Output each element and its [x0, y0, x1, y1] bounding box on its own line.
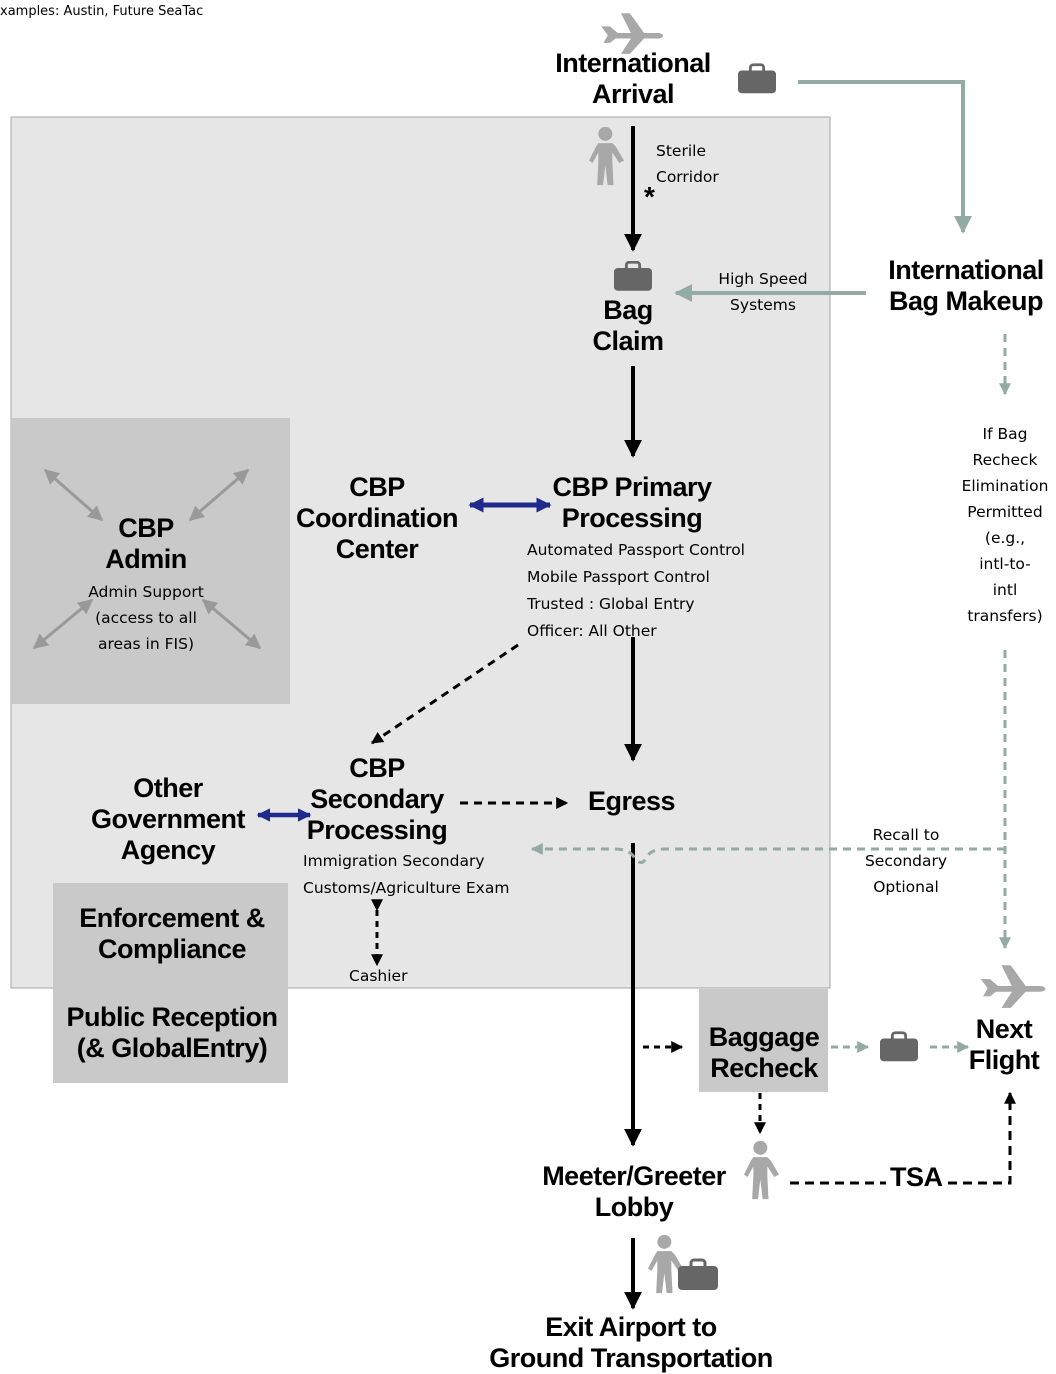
label-high-speed-systems: High Speed Systems: [718, 270, 808, 314]
suitcase-icon: [738, 63, 776, 95]
node-cashier: Cashier: [349, 967, 408, 985]
cbp-secondary-notes: Immigration Secondary Customs/Agricultur…: [303, 852, 510, 897]
person-icon: [744, 1140, 779, 1200]
node-exit-airport: Exit Airport to Ground Transportation: [489, 1312, 773, 1373]
node-cbp-primary-processing: CBP Primary Processing: [552, 472, 712, 533]
passenger-flow-arrows: [371, 126, 1010, 1310]
suitcase-icon: [678, 1258, 718, 1292]
node-egress: Egress: [588, 786, 676, 816]
arrow-tsa-to-next-flight: [790, 1093, 1010, 1185]
cbp-admin-notes: Admin Support (access to all areas in FI…: [88, 583, 204, 653]
node-meeter-greeter-lobby: Meeter/Greeter Lobby: [542, 1161, 726, 1222]
node-bag-claim: Bag Claim: [592, 295, 664, 356]
node-tsa: TSA: [890, 1162, 943, 1192]
enforcement-box: [53, 883, 288, 989]
node-cbp-admin: CBP Admin: [105, 513, 187, 574]
label-bag-recheck-elimination: If Bag Recheck Elimination Permitted (e.…: [961, 425, 1049, 625]
label-recall-to-secondary: Recall to Secondary Optional: [864, 826, 948, 896]
suitcase-icon: [880, 1031, 918, 1063]
node-cbp-coordination-center: CBP Coordination Center: [296, 472, 458, 564]
label-sterile-corridor: Sterile Corridor: [656, 142, 719, 186]
person-icon: [648, 1234, 683, 1294]
public-reception-box: [53, 989, 288, 1083]
node-enforcement-compliance: Enforcement & Compliance: [79, 903, 265, 964]
node-cbp-secondary-processing: CBP Secondary Processing: [306, 753, 448, 845]
node-baggage-recheck: Baggage Recheck: [708, 1022, 820, 1083]
node-next-flight: Next Flight: [968, 1014, 1040, 1075]
header-note: xamples: Austin, Future SeaTac: [0, 4, 204, 19]
cbp-admin-access-arrows: [32, 468, 262, 650]
arrow-recall-to-secondary: [530, 843, 1005, 864]
baggage-recheck-box: [699, 989, 828, 1092]
node-public-reception: Public Reception (& GlobalEntry): [66, 1002, 278, 1063]
cbp-primary-notes: Automated Passport Control Mobile Passpo…: [527, 541, 745, 640]
coordination-arrows: [256, 497, 552, 822]
node-other-government-agency: Other Government Agency: [90, 773, 246, 865]
cbp-admin-box: [12, 418, 290, 704]
arrow-arrival-to-makeup: [798, 80, 972, 234]
node-international-arrival: International Arrival: [555, 48, 711, 109]
plane-icon: [980, 965, 1046, 1008]
node-international-bag-makeup: International Bag Makeup: [888, 255, 1044, 316]
asterisk-mark: *: [644, 181, 655, 212]
arrow-primary-to-secondary: [371, 643, 519, 745]
baggage-flow-arrows: [530, 80, 1011, 1053]
